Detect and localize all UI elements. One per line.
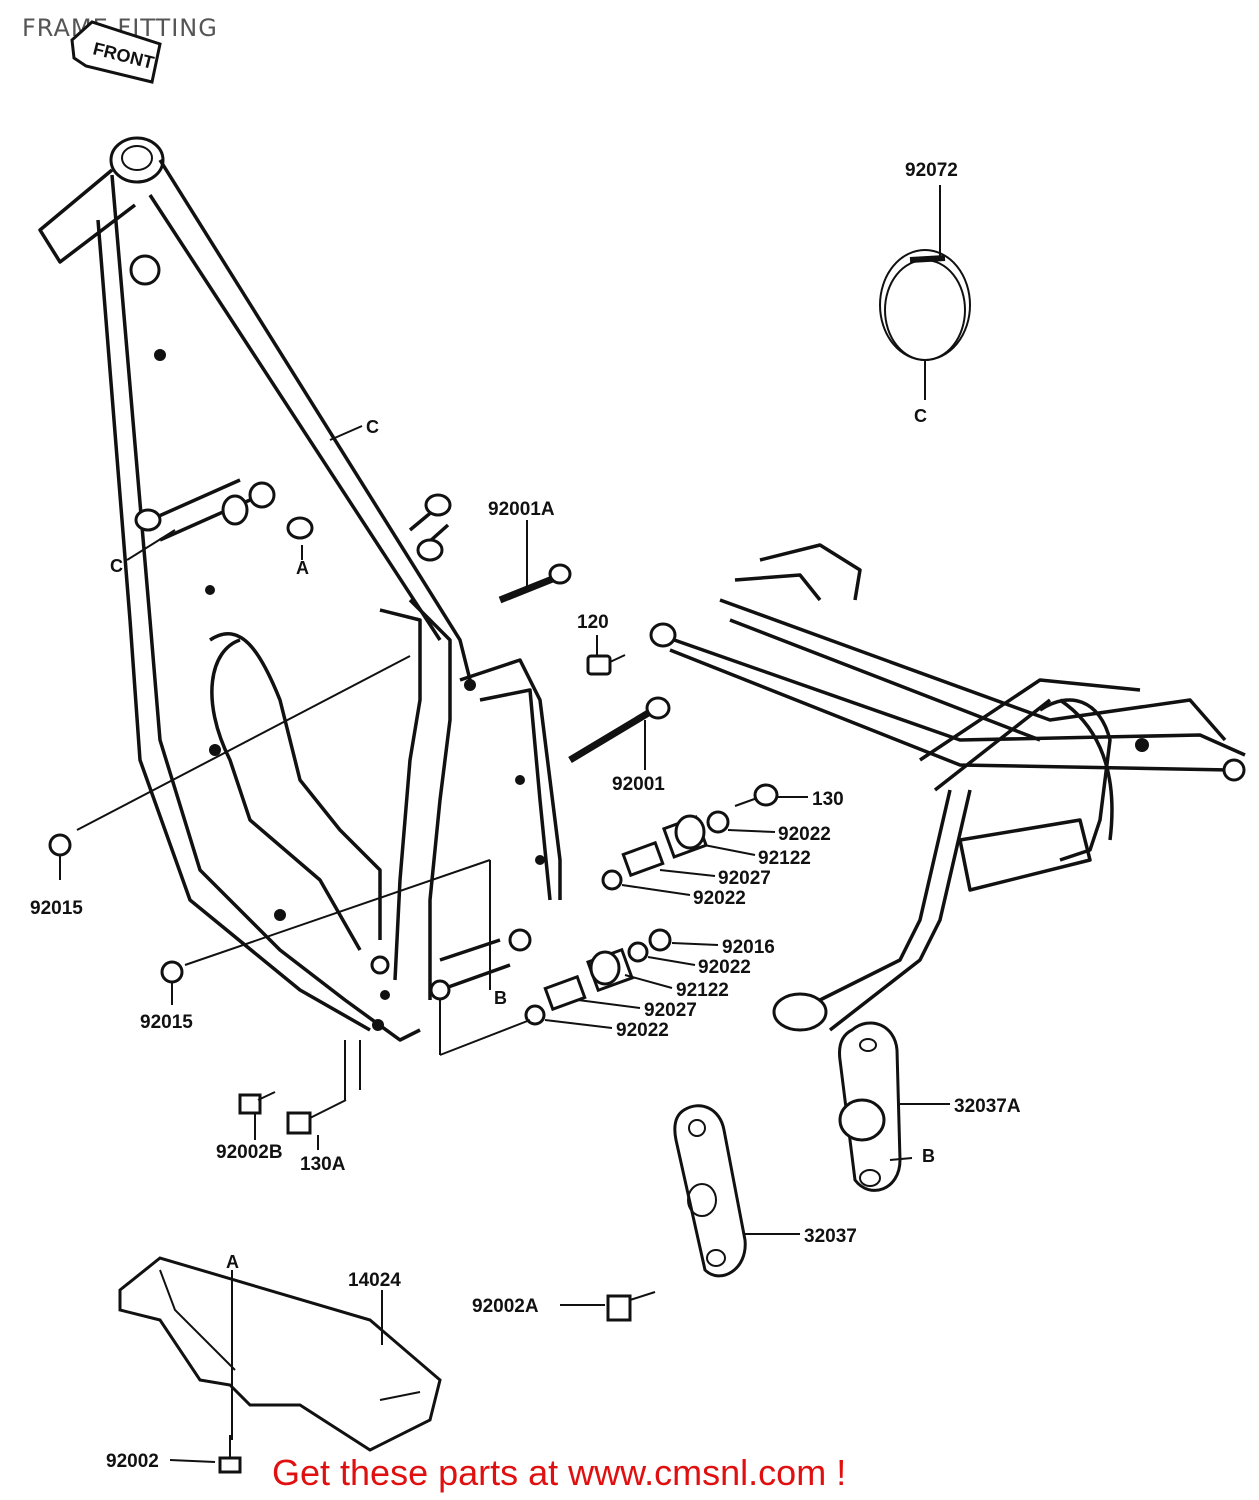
ref-c-left: C [110, 556, 123, 576]
tie-rod-32037A-drawing [838, 1021, 902, 1192]
leader-lines [76, 425, 950, 1463]
part-label-130A[interactable]: 130A [300, 1154, 346, 1175]
part-label-92072[interactable]: 92072 [905, 160, 958, 181]
bushing-set-upper-drawing [601, 810, 730, 891]
footer-link[interactable]: Get these parts at www.cmsnl.com ! [272, 1452, 847, 1493]
ref-b-tie-rod: B [922, 1146, 935, 1166]
part-label-92022-c[interactable]: 92022 [698, 957, 751, 978]
part-label-32037[interactable]: 32037 [804, 1226, 857, 1247]
part-label-92015-b[interactable]: 92015 [140, 1012, 193, 1033]
nut-92015a-drawing [48, 833, 72, 880]
part-label-120[interactable]: 120 [577, 612, 609, 633]
part-label-92022-d[interactable]: 92022 [616, 1020, 669, 1041]
bolt-92002-drawing [218, 1435, 242, 1474]
part-label-92002[interactable]: 92002 [106, 1451, 159, 1472]
bolt-130A-drawing [286, 1099, 347, 1135]
ref-c-frame: C [366, 417, 379, 437]
part-label-92001A[interactable]: 92001A [488, 499, 555, 520]
part-label-92002A[interactable]: 92002A [472, 1296, 539, 1317]
part-label-92002B[interactable]: 92002B [216, 1142, 283, 1163]
part-label-92027-a[interactable]: 92027 [718, 868, 771, 889]
bolt-92002B-drawing [238, 1091, 276, 1115]
part-label-92122-b[interactable]: 92122 [676, 980, 729, 1001]
part-label-14024[interactable]: 14024 [348, 1270, 401, 1291]
bushing-set-lower-drawing [524, 928, 672, 1026]
part-label-92122-a[interactable]: 92122 [758, 848, 811, 869]
bolt-92002A-drawing [606, 1291, 656, 1322]
clamp-92072-drawing [879, 185, 971, 400]
bolt-130-drawing [734, 783, 779, 807]
part-label-92027-b[interactable]: 92027 [644, 1000, 697, 1021]
swing-arm-drawing [649, 543, 1246, 1032]
bolt-92001A-drawing [498, 563, 572, 604]
ref-a-frame: A [296, 558, 309, 578]
part-label-130[interactable]: 130 [812, 789, 844, 810]
part-label-32037A[interactable]: 32037A [954, 1096, 1021, 1117]
part-label-92001[interactable]: 92001 [612, 774, 665, 795]
main-frame-drawing [38, 136, 562, 1042]
bolt-92001-drawing [568, 696, 671, 764]
part-label-92016[interactable]: 92016 [722, 937, 775, 958]
nut-92015b-drawing [160, 960, 184, 1005]
ref-a-skid: A [226, 1252, 239, 1272]
ref-c-clamp: C [914, 406, 927, 426]
bolt-120-drawing [586, 654, 626, 676]
part-label-92015-a[interactable]: 92015 [30, 898, 83, 919]
front-arrow-icon: FRONT [70, 20, 162, 84]
skid-plate-14024-drawing [118, 1256, 442, 1452]
ref-b-frame: B [494, 988, 507, 1008]
part-label-92022-b[interactable]: 92022 [693, 888, 746, 909]
tie-rod-32037-drawing [673, 1104, 747, 1278]
part-label-92022-a[interactable]: 92022 [778, 824, 831, 845]
